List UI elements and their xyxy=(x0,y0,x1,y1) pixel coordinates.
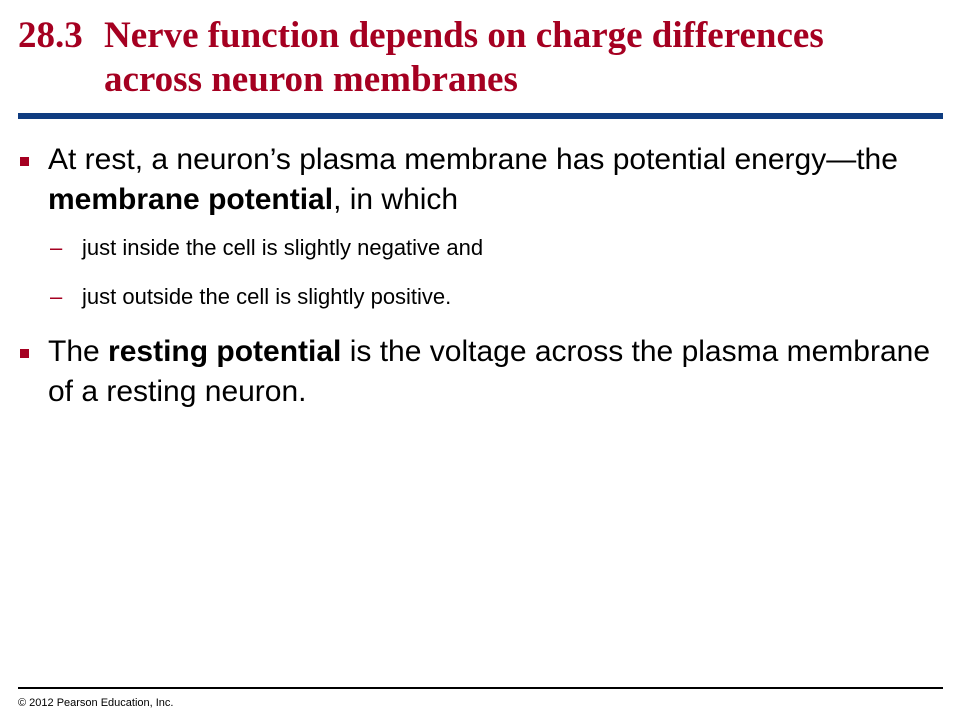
bullet-resting-potential: The resting potential is the voltage acr… xyxy=(18,332,938,412)
bullet-bold-term: resting potential xyxy=(108,335,342,368)
bullet-text: , in which xyxy=(333,183,459,216)
square-bullet-icon xyxy=(20,157,29,166)
bullet-bold-term: membrane potential xyxy=(48,183,334,216)
sub-bullet-text: just inside the cell is slightly negativ… xyxy=(82,235,484,260)
copyright-notice: © 2012 Pearson Education, Inc. xyxy=(18,697,174,709)
bullet-text: is the voltage across the plasma membran… xyxy=(48,335,931,408)
title-line-2: across neuron membranes xyxy=(104,59,518,100)
bullet-membrane-potential: At rest, a neuron’s plasma membrane has … xyxy=(18,140,938,311)
title-divider xyxy=(18,113,943,119)
dash-bullet-icon: – xyxy=(50,235,63,260)
sub-bullet-outside: – just outside the cell is slightly posi… xyxy=(48,283,938,311)
title-section-number: 28.3 xyxy=(18,15,83,56)
sub-bullet-text: just outside the cell is slightly positi… xyxy=(82,284,452,309)
sub-bullet-list: – just inside the cell is slightly negat… xyxy=(48,234,938,311)
square-bullet-icon xyxy=(20,349,29,358)
slide-title: 28.3 Nerve function depends on charge dif… xyxy=(18,14,948,102)
bullet-list: At rest, a neuron’s plasma membrane has … xyxy=(18,140,938,412)
sub-bullet-inside: – just inside the cell is slightly negat… xyxy=(48,234,938,262)
footer-divider xyxy=(18,687,943,689)
dash-bullet-icon: – xyxy=(50,284,63,309)
title-line-1: Nerve function depends on charge differe… xyxy=(104,15,824,56)
bullet-text: At rest, a neuron’s plasma membrane has … xyxy=(48,143,898,176)
bullet-text: The xyxy=(48,335,109,368)
